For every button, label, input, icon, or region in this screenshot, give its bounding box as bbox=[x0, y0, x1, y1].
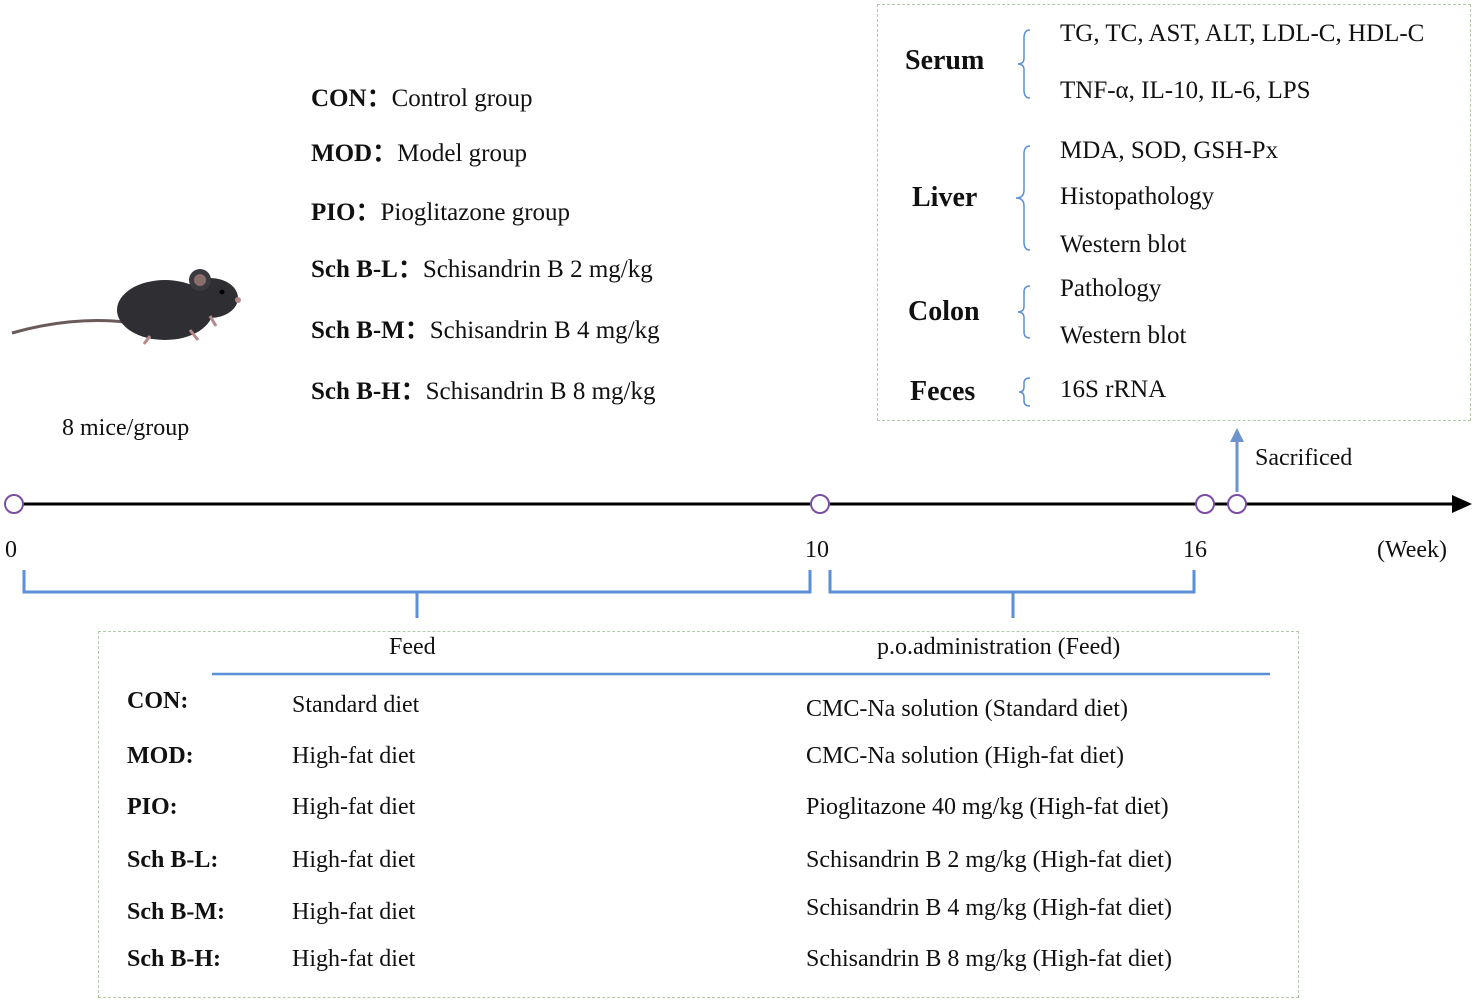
regimen-row-admin: Schisandrin B 8 mg/kg (High-fat diet) bbox=[806, 946, 1172, 972]
sacrificed-label: Sacrificed bbox=[1255, 445, 1353, 471]
regimen-box bbox=[98, 631, 1299, 998]
mouse-icon bbox=[11, 269, 241, 345]
regimen-row-group: MOD: bbox=[127, 743, 194, 769]
liver-item: Western blot bbox=[1060, 231, 1187, 258]
regimen-row-group: CON: bbox=[127, 688, 189, 714]
tick-label-10: 10 bbox=[805, 537, 829, 563]
timeline-arrowhead bbox=[1452, 495, 1472, 513]
liver-item: Histopathology bbox=[1060, 183, 1215, 210]
timeline-node-sacrifice bbox=[1227, 494, 1247, 514]
sacrificed-arrowhead bbox=[1230, 428, 1244, 442]
regimen-row-group: Sch B-M: bbox=[127, 899, 225, 925]
group-legend-schbm: Sch B-M：Schisandrin B 4 mg/kg bbox=[311, 317, 660, 344]
timeline-node-16 bbox=[1195, 494, 1215, 514]
timeline-unit: (Week) bbox=[1377, 537, 1448, 563]
phase-admin-header: p.o.administration (Feed) bbox=[877, 634, 1121, 660]
serum-item: TNF-α, IL-10, IL-6, LPS bbox=[1060, 77, 1311, 104]
regimen-row-feed: High-fat diet bbox=[292, 743, 416, 769]
organ-colon: Colon bbox=[908, 296, 980, 327]
timeline-node-10 bbox=[810, 494, 830, 514]
group-legend-schbl: Sch B-L：Schisandrin B 2 mg/kg bbox=[311, 256, 653, 283]
group-legend-schbh: Sch B-H：Schisandrin B 8 mg/kg bbox=[311, 378, 656, 405]
admin-bracket bbox=[828, 570, 1196, 618]
regimen-row-admin: CMC-Na solution (Standard diet) bbox=[806, 696, 1128, 722]
colon-item: Western blot bbox=[1060, 322, 1187, 349]
group-legend-pio: PIO：Pioglitazone group bbox=[311, 199, 571, 226]
feed-bracket bbox=[22, 570, 812, 618]
mice-per-group-label: 8 mice/group bbox=[62, 415, 190, 441]
regimen-row-admin: CMC-Na solution (High-fat diet) bbox=[806, 743, 1124, 769]
regimen-row-feed: Standard diet bbox=[292, 692, 420, 718]
regimen-row-admin: Schisandrin B 2 mg/kg (High-fat diet) bbox=[806, 847, 1172, 873]
regimen-row-feed: High-fat diet bbox=[292, 899, 416, 925]
analysis-box bbox=[877, 4, 1471, 421]
regimen-row-feed: High-fat diet bbox=[292, 794, 416, 820]
organ-liver: Liver bbox=[912, 182, 978, 213]
tick-label-0: 0 bbox=[5, 537, 17, 563]
regimen-row-admin: Pioglitazone 40 mg/kg (High-fat diet) bbox=[806, 794, 1169, 820]
organ-feces: Feces bbox=[910, 376, 976, 407]
regimen-row-feed: High-fat diet bbox=[292, 847, 416, 873]
regimen-row-group: PIO: bbox=[127, 794, 178, 820]
tick-label-16: 16 bbox=[1183, 537, 1207, 563]
group-legend-con: CON：Control group bbox=[311, 85, 533, 112]
regimen-row-group: Sch B-L: bbox=[127, 847, 219, 873]
phase-feed-header: Feed bbox=[389, 634, 436, 660]
liver-item: MDA, SOD, GSH-Px bbox=[1060, 137, 1279, 164]
timeline-node-0 bbox=[4, 494, 24, 514]
regimen-row-admin: Schisandrin B 4 mg/kg (High-fat diet) bbox=[806, 895, 1172, 921]
regimen-row-group: Sch B-H: bbox=[127, 946, 222, 972]
colon-item: Pathology bbox=[1060, 275, 1162, 302]
group-legend-mod: MOD：Model group bbox=[311, 140, 527, 167]
organ-serum: Serum bbox=[905, 45, 985, 76]
organ-braces bbox=[1015, 29, 1031, 407]
feces-item: 16S rRNA bbox=[1060, 376, 1167, 403]
regimen-row-feed: High-fat diet bbox=[292, 946, 416, 972]
serum-item: TG, TC, AST, ALT, LDL-C, HDL-C bbox=[1060, 20, 1425, 47]
